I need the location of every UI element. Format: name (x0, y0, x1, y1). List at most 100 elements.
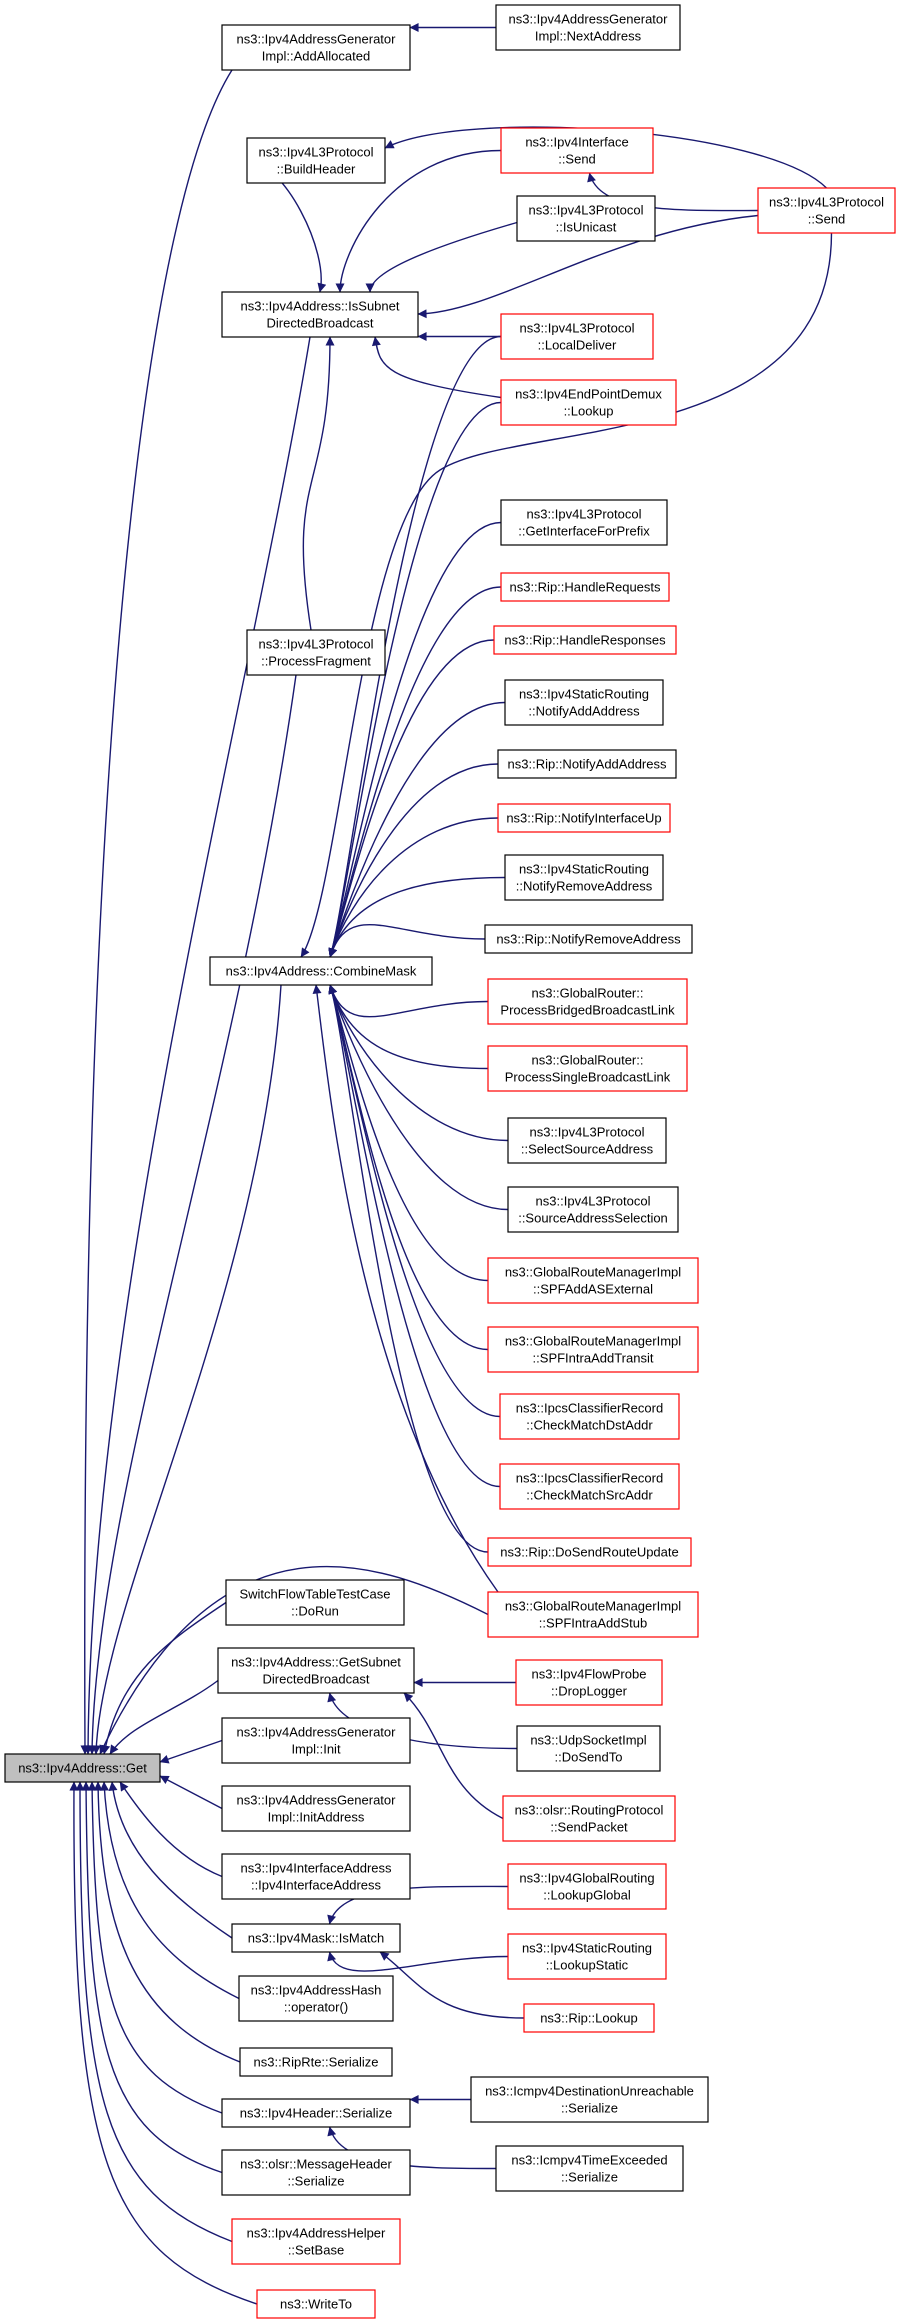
node-box (507, 1863, 667, 1910)
node-label: ns3::Rip::Lookup (540, 2011, 638, 2026)
node-label: ns3::Ipv4FlowProbe (532, 1667, 647, 1682)
node-destUnreach[interactable]: ns3::Icmpv4DestinationUnreachable::Seria… (470, 2076, 709, 2123)
node-label: ns3::Rip::DoSendRouteUpdate (500, 1545, 679, 1560)
edge-ripNotifyRemove-to-combineMask (328, 924, 486, 958)
node-label: ns3::GlobalRouteManagerImpl (505, 1265, 681, 1280)
edge-setBase-to-get (75, 1781, 233, 2243)
node-hashOp[interactable]: ns3::Ipv4AddressHash::operator() (238, 1975, 394, 2022)
node-ripNotifyRemove[interactable]: ns3::Rip::NotifyRemoveAddress (484, 924, 693, 954)
node-isMatch[interactable]: ns3::Ipv4Mask::IsMatch (231, 1923, 401, 1953)
node-ifaceAddr[interactable]: ns3::Ipv4InterfaceAddress::Ipv4Interface… (221, 1853, 411, 1900)
node-box (497, 749, 677, 779)
node-label: ns3::Ipv4AddressHash (251, 1983, 382, 1998)
node-box (502, 1795, 676, 1842)
node-timeExceeded[interactable]: ns3::Icmpv4TimeExceeded::Serialize (495, 2145, 684, 2192)
node-label: ns3::IpcsClassifierRecord (516, 1471, 663, 1486)
node-get[interactable]: ns3::Ipv4Address::Get (4, 1753, 161, 1783)
node-label: ::Serialize (287, 2174, 344, 2189)
node-label: ns3::Ipv4L3Protocol (259, 637, 374, 652)
node-ripLookup[interactable]: ns3::Rip::Lookup (523, 2003, 655, 2033)
node-box (504, 679, 664, 726)
edge-epLookup-to-combineMask (328, 401, 502, 958)
node-nextAddress[interactable]: ns3::Ipv4AddressGeneratorImpl::NextAddre… (495, 4, 681, 51)
node-box (4, 1753, 161, 1783)
node-isUnicast[interactable]: ns3::Ipv4L3Protocol::IsUnicast (516, 195, 656, 242)
node-single[interactable]: ns3::GlobalRouter::ProcessSingleBroadcas… (487, 1045, 688, 1092)
node-box (504, 854, 664, 901)
edge-handleResp-to-combineMask (328, 639, 495, 958)
node-ripRte[interactable]: ns3::RipRte::Serialize (239, 2047, 393, 2077)
node-ripNotifyIfUp[interactable]: ns3::Rip::NotifyInterfaceUp (497, 803, 671, 833)
node-label: ::LocalDeliver (538, 338, 617, 353)
node-label: ns3::Ipv4L3Protocol (530, 1125, 645, 1140)
node-l3Send[interactable]: ns3::Ipv4L3Protocol::Send (757, 187, 896, 234)
node-spfStub[interactable]: ns3::GlobalRouteManagerImpl::SPFIntraAdd… (487, 1591, 699, 1638)
node-matchDst[interactable]: ns3::IpcsClassifierRecord::CheckMatchDst… (499, 1393, 680, 1440)
node-ifaceSend[interactable]: ns3::Ipv4Interface::Send (500, 127, 654, 174)
node-box (487, 978, 688, 1025)
node-localDeliver[interactable]: ns3::Ipv4L3Protocol::LocalDeliver (500, 313, 654, 360)
node-selectSrc[interactable]: ns3::Ipv4L3Protocol::SelectSourceAddress (507, 1117, 667, 1164)
node-srcSelection[interactable]: ns3::Ipv4L3Protocol::SourceAddressSelect… (507, 1186, 679, 1233)
edge-single-to-combineMask (328, 984, 489, 1070)
node-label: Impl::NextAddress (535, 29, 642, 44)
edge-getSubnet-to-get (109, 1679, 219, 1755)
edge-epLookup-to-isSubnet (371, 336, 502, 399)
node-label: ns3::Ipv4AddressGenerator (237, 32, 397, 47)
node-label: ::Serialize (561, 2170, 618, 2185)
node-processFrag[interactable]: ns3::Ipv4L3Protocol::ProcessFragment (246, 629, 386, 676)
edge-doSendRoute-to-combineMask (328, 984, 489, 1553)
node-staticLookup[interactable]: ns3::Ipv4StaticRouting::LookupStatic (507, 1933, 667, 1980)
node-box (484, 924, 693, 954)
node-olsrSend[interactable]: ns3::olsr::RoutingProtocol::SendPacket (502, 1795, 676, 1842)
node-getSubnet[interactable]: ns3::Ipv4Address::GetSubnetDirectedBroad… (217, 1647, 415, 1694)
node-isSubnet[interactable]: ns3::Ipv4Address::IsSubnetDirectedBroadc… (221, 291, 419, 338)
node-epLookup[interactable]: ns3::Ipv4EndPointDemux::Lookup (500, 379, 677, 426)
node-box (221, 24, 411, 71)
node-olsrMsg[interactable]: ns3::olsr::MessageHeader::Serialize (221, 2149, 411, 2196)
node-box (499, 1463, 680, 1510)
edge-addAllocated-to-get (80, 69, 233, 1755)
node-hdrSerialize[interactable]: ns3::Ipv4Header::Serialize (221, 2098, 411, 2128)
node-box (470, 2076, 709, 2123)
node-label: ::SPFIntraAddStub (539, 1616, 647, 1631)
node-label: ::GetInterfaceForPrefix (518, 524, 650, 539)
node-label: ::SetBase (288, 2243, 344, 2258)
node-label: Impl::Init (291, 1742, 341, 1757)
node-handleReq[interactable]: ns3::Rip::HandleRequests (500, 572, 670, 602)
node-spfAS[interactable]: ns3::GlobalRouteManagerImpl::SPFAddASExt… (487, 1257, 699, 1304)
node-label: ::operator() (284, 2000, 348, 2015)
node-getIfPrefix[interactable]: ns3::Ipv4L3Protocol::GetInterfaceForPref… (500, 499, 668, 546)
node-matchSrc[interactable]: ns3::IpcsClassifierRecord::CheckMatchSrc… (499, 1463, 680, 1510)
node-switchFlow[interactable]: SwitchFlowTableTestCase::DoRun (225, 1579, 405, 1626)
node-genInitAddr[interactable]: ns3::Ipv4AddressGeneratorImpl::InitAddre… (221, 1785, 411, 1832)
node-box (500, 313, 654, 360)
node-doSendRoute[interactable]: ns3::Rip::DoSendRouteUpdate (487, 1537, 692, 1567)
node-bridged[interactable]: ns3::GlobalRouter::ProcessBridgedBroadca… (487, 978, 688, 1025)
edge-matchSrc-to-combineMask (328, 984, 501, 1488)
node-label: ::SPFIntraAddTransit (533, 1351, 654, 1366)
node-ripNotifyAdd[interactable]: ns3::Rip::NotifyAddAddress (497, 749, 677, 779)
node-box (516, 195, 656, 242)
node-globalLookup[interactable]: ns3::Ipv4GlobalRouting::LookupGlobal (507, 1863, 667, 1910)
node-buildHeader[interactable]: ns3::Ipv4L3Protocol::BuildHeader (246, 137, 386, 184)
node-writeTo[interactable]: ns3::WriteTo (256, 2289, 376, 2319)
node-dropLogger[interactable]: ns3::Ipv4FlowProbe::DropLogger (515, 1659, 663, 1706)
node-box (507, 1933, 667, 1980)
node-udpSend[interactable]: ns3::UdpSocketImpl::DoSendTo (516, 1725, 661, 1772)
node-box (500, 127, 654, 174)
node-spfTransit[interactable]: ns3::GlobalRouteManagerImpl::SPFIntraAdd… (487, 1326, 699, 1373)
node-combineMask[interactable]: ns3::Ipv4Address::CombineMask (209, 956, 433, 986)
edge-spfStub-to-get (99, 1565, 489, 1755)
node-handleResp[interactable]: ns3::Rip::HandleResponses (493, 625, 677, 655)
node-addAllocated[interactable]: ns3::Ipv4AddressGeneratorImpl::AddAlloca… (221, 24, 411, 71)
node-staticNotifyRemove[interactable]: ns3::Ipv4StaticRouting::NotifyRemoveAddr… (504, 854, 664, 901)
node-box (487, 1045, 688, 1092)
node-label: ::IsUnicast (556, 220, 617, 235)
node-staticNotifyAdd[interactable]: ns3::Ipv4StaticRouting::NotifyAddAddress (504, 679, 664, 726)
node-label: ns3::Ipv4Header::Serialize (240, 2106, 392, 2121)
node-setBase[interactable]: ns3::Ipv4AddressHelper::SetBase (231, 2218, 401, 2265)
node-box (507, 1186, 679, 1233)
